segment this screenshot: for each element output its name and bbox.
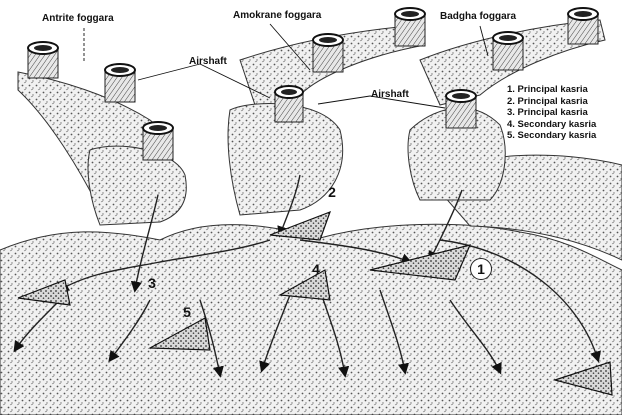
- airshaft-well: [395, 8, 425, 46]
- airshaft-well: [105, 64, 135, 102]
- legend-item: 3. Principal kasria: [507, 107, 596, 119]
- kasria-legend: 1. Principal kasria 2. Principal kasria …: [507, 84, 596, 142]
- airshaft-label-right: Airshaft: [371, 89, 409, 100]
- marker-4: 4: [306, 261, 326, 277]
- legend-item: 1. Principal kasria: [507, 84, 596, 96]
- airshaft-well: [313, 34, 343, 72]
- marker-5: 5: [177, 304, 197, 320]
- antrite-foggara-label: Antrite foggara: [42, 13, 114, 24]
- airshaft-well: [143, 122, 173, 160]
- amokrane-foggara-label: Amokrane foggara: [233, 10, 321, 21]
- airshaft-label-left: Airshaft: [189, 56, 227, 67]
- legend-item: 4. Secondary kasria: [507, 119, 596, 131]
- airshaft-well: [275, 86, 303, 122]
- marker-2: 2: [322, 184, 342, 200]
- marker-1: 1: [470, 258, 492, 280]
- legend-item: 2. Principal kasria: [507, 96, 596, 108]
- airshaft-well: [28, 42, 58, 78]
- marker-3: 3: [142, 275, 162, 291]
- badgha-foggara-label: Badgha foggara: [440, 11, 516, 22]
- airshaft-well: [568, 8, 598, 44]
- legend-item: 5. Secondary kasria: [507, 130, 596, 142]
- airshaft-well: [493, 32, 523, 70]
- airshaft-well: [446, 90, 476, 128]
